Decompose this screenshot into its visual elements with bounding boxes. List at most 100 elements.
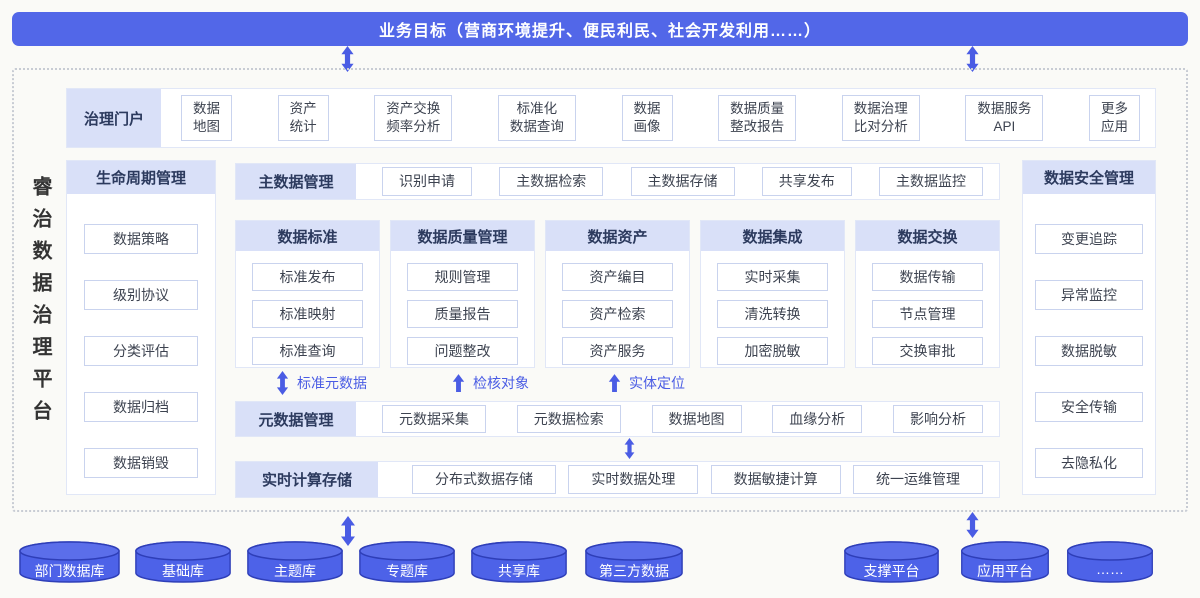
lifecycle-header: 生命周期管理 (67, 161, 215, 194)
realtime-item: 分布式数据存储 (412, 465, 556, 494)
cylinder-label: 第三方数据 (599, 563, 669, 579)
module-items: 规则管理 质量报告 问题整改 (391, 251, 534, 377)
portal-header: 治理门户 (67, 89, 161, 147)
portal-item: 资产 统计 (277, 95, 329, 141)
module-items: 数据传输 节点管理 交换审批 (856, 251, 999, 377)
portal-row: 治理门户 数据 地图 资产 统计 资产交换 频率分析 标准化 数据查询 数据 画… (66, 88, 1156, 148)
metadata-item: 影响分析 (893, 404, 983, 434)
up-down-arrow-icon (624, 438, 635, 459)
realtime-items: 分布式数据存储 实时数据处理 数据敏捷计算 统一运维管理 (378, 462, 999, 497)
datasource-cylinder: 主题库 (246, 540, 344, 586)
metadata-item: 数据地图 (651, 404, 742, 434)
module-header: 数据集成 (701, 221, 844, 251)
module-item: 数据传输 (872, 263, 983, 291)
lifecycle-item: 数据归档 (84, 392, 198, 422)
up-down-arrow-icon (966, 512, 979, 538)
realtime-header: 实时计算存储 (236, 462, 378, 497)
database-icon (359, 541, 455, 583)
platform-cylinder: …… (1066, 540, 1154, 586)
up-down-arrow-icon (966, 46, 979, 72)
security-item: 去隐私化 (1035, 448, 1143, 478)
module-item: 实时采集 (717, 263, 828, 291)
module-item: 资产检索 (562, 300, 673, 328)
cylinder-label: 专题库 (386, 563, 428, 579)
realtime-item: 实时数据处理 (568, 465, 699, 494)
master-data-item: 共享发布 (761, 167, 852, 196)
database-icon (19, 541, 120, 583)
flow-standard-metadata: 标准元数据 (276, 371, 367, 395)
master-data-items: 识别申请 主数据检索 主数据存储 共享发布 主数据监控 (356, 164, 999, 199)
database-icon (961, 541, 1049, 583)
module-header: 数据质量管理 (391, 221, 534, 251)
flow-label: 检核对象 (473, 375, 529, 391)
module-items: 资产编目 资产检索 资产服务 (546, 251, 689, 377)
up-down-arrow-icon (341, 516, 355, 546)
lifecycle-item: 数据策略 (84, 224, 198, 254)
module-header: 数据资产 (546, 221, 689, 251)
module-item: 质量报告 (407, 300, 518, 328)
module-items: 标准发布 标准映射 标准查询 (236, 251, 379, 377)
metadata-item: 血缘分析 (772, 404, 863, 434)
database-icon (844, 541, 939, 583)
master-data-header: 主数据管理 (236, 164, 356, 199)
flow-label: 实体定位 (629, 375, 685, 391)
business-goal-banner: 业务目标（营商环境提升、便民利民、社会开发利用……） (12, 12, 1188, 46)
flow-label: 标准元数据 (297, 375, 367, 391)
flow-check-object: 检核对象 (452, 372, 529, 394)
security-header: 数据安全管理 (1023, 161, 1155, 194)
module-item: 交换审批 (872, 337, 983, 365)
realtime-item: 数据敏捷计算 (710, 465, 841, 494)
cylinder-label: …… (1096, 561, 1124, 577)
portal-items: 数据 地图 资产 统计 资产交换 频率分析 标准化 数据查询 数据 画像 数据质… (161, 89, 1155, 147)
portal-item: 更多 应用 (1089, 95, 1140, 141)
module-data-exchange: 数据交换 数据传输 节点管理 交换审批 (855, 220, 1000, 368)
security-items: 变更追踪 异常监控 数据脱敏 安全传输 去隐私化 (1023, 194, 1155, 498)
security-item: 变更追踪 (1035, 224, 1143, 254)
lifecycle-item: 级别协议 (84, 280, 198, 310)
platform-cylinder: 支撑平台 (843, 540, 940, 586)
portal-item: 数据 画像 (621, 95, 673, 141)
lifecycle-item: 数据销毁 (84, 448, 198, 478)
flow-entity-location: 实体定位 (608, 372, 685, 394)
module-data-quality: 数据质量管理 规则管理 质量报告 问题整改 (390, 220, 535, 368)
lifecycle-items: 数据策略 级别协议 分类评估 数据归档 数据销毁 (67, 194, 215, 498)
database-icon (247, 541, 343, 583)
module-header: 数据标准 (236, 221, 379, 251)
platform-title: 睿治数据治理平台 (29, 176, 51, 432)
metadata-item: 元数据采集 (382, 404, 486, 434)
cylinder-label: 主题库 (274, 563, 316, 579)
module-item: 标准发布 (252, 263, 363, 291)
master-data-item: 主数据检索 (499, 167, 604, 196)
cylinder-label: 共享库 (498, 563, 540, 579)
portal-item: 数据 地图 (181, 95, 232, 141)
datasource-cylinder: 专题库 (358, 540, 456, 586)
master-data-item: 主数据存储 (630, 167, 735, 196)
platform-cylinder: 应用平台 (960, 540, 1050, 586)
lifecycle-item: 分类评估 (84, 336, 198, 366)
module-data-integration: 数据集成 实时采集 清洗转换 加密脱敏 (700, 220, 845, 368)
cylinder-label: 基础库 (162, 563, 204, 579)
platform-boundary (12, 68, 1188, 512)
metadata-row: 元数据管理 元数据采集 元数据检索 数据地图 血缘分析 影响分析 (235, 401, 1000, 437)
module-item: 清洗转换 (717, 300, 828, 328)
up-arrow-icon (608, 374, 621, 392)
master-data-item: 主数据监控 (879, 167, 983, 196)
business-goal-text: 业务目标（营商环境提升、便民利民、社会开发利用……） (378, 23, 821, 40)
lifecycle-column: 生命周期管理 数据策略 级别协议 分类评估 数据归档 数据销毁 (66, 160, 216, 495)
metadata-header: 元数据管理 (236, 402, 356, 436)
module-header: 数据交换 (856, 221, 999, 251)
module-item: 问题整改 (407, 337, 518, 365)
cylinder-label: 应用平台 (977, 563, 1033, 579)
up-down-arrow-icon (276, 371, 289, 395)
up-down-arrow-icon (341, 46, 354, 72)
database-icon (585, 541, 683, 583)
database-icon (135, 541, 231, 583)
cylinder-label: 支撑平台 (863, 563, 920, 579)
capability-columns: 数据标准 标准发布 标准映射 标准查询 数据质量管理 规则管理 质量报告 问题整… (235, 220, 1000, 368)
module-item: 加密脱敏 (717, 337, 828, 365)
module-item: 资产服务 (562, 337, 673, 365)
metadata-item: 元数据检索 (516, 404, 621, 434)
module-item: 资产编目 (562, 263, 673, 291)
realtime-row: 实时计算存储 分布式数据存储 实时数据处理 数据敏捷计算 统一运维管理 (235, 461, 1000, 498)
